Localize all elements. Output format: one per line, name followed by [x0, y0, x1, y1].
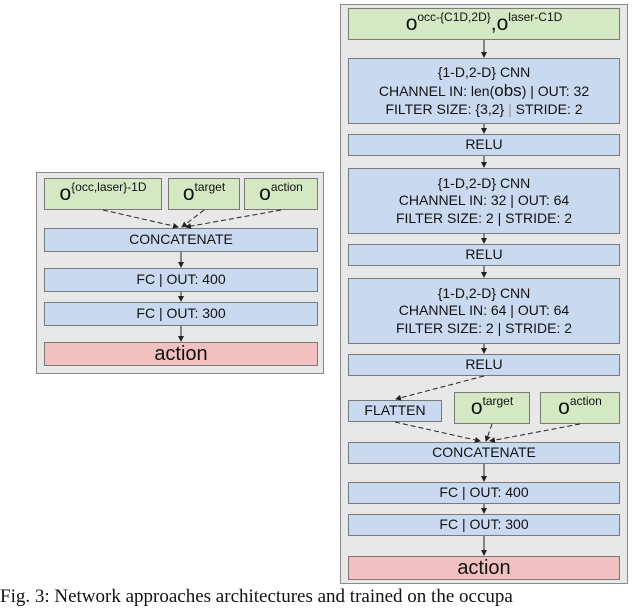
- cnn-filter: FILTER SIZE: {3,2} | STRIDE: 2: [385, 101, 582, 118]
- node-label: RELU: [465, 356, 503, 373]
- right-relu-3: RELU: [348, 354, 620, 376]
- obs-base: o: [259, 182, 271, 206]
- cnn-channel: CHANNEL IN: 32 | OUT: 64: [398, 192, 570, 209]
- arrow: [102, 209, 179, 229]
- right-fc-400: FC | OUT: 400: [348, 482, 620, 504]
- figure-caption: Fig. 3: Network approaches architectures…: [0, 586, 513, 607]
- left-fc-300: FC | OUT: 300: [44, 302, 318, 326]
- arrow: [181, 209, 205, 228]
- cnn-channel-obs: obs: [494, 80, 522, 100]
- node-label: FC | OUT: 400: [439, 484, 529, 501]
- arrow: [395, 375, 485, 401]
- left-concatenate: CONCATENATE: [44, 228, 318, 252]
- arrow: [394, 421, 481, 443]
- obs-sup: laser-C1D: [508, 10, 563, 25]
- cnn-channel: CHANNEL IN: 64 | OUT: 64: [398, 302, 570, 319]
- cnn-title: {1-D,2-D} CNN: [437, 285, 531, 302]
- arrow: [484, 423, 493, 442]
- node-label: FC | OUT: 300: [439, 516, 529, 533]
- cnn-filter-size: FILTER SIZE: {3,2}: [385, 101, 505, 118]
- node-label: CONCATENATE: [432, 444, 536, 461]
- right-input-action: oaction: [540, 392, 620, 424]
- node-label: action: [457, 556, 511, 579]
- right-cnn-1: {1-D,2-D} CNN CHANNEL IN: len(obs) | OUT…: [348, 58, 620, 124]
- left-input-target: otarget: [168, 178, 240, 210]
- node-label: RELU: [465, 136, 503, 153]
- obs-sup: action: [569, 394, 602, 409]
- right-concatenate: CONCATENATE: [348, 442, 620, 464]
- node-label: RELU: [465, 246, 503, 263]
- right-relu-1: RELU: [348, 134, 620, 156]
- obs-sup: action: [270, 180, 303, 195]
- right-relu-2: RELU: [348, 244, 620, 266]
- left-input-occ-laser: o{occ,laser}-1D: [44, 178, 162, 210]
- cnn-channel-suffix: ) | OUT: 32: [521, 82, 590, 99]
- obs-sup: target: [194, 180, 226, 195]
- node-label: FLATTEN: [364, 402, 426, 419]
- node-label: FC | OUT: 400: [136, 271, 226, 288]
- right-fc-300: FC | OUT: 300: [348, 514, 620, 536]
- right-action-output: action: [348, 556, 620, 580]
- obs-base: o: [470, 396, 483, 420]
- cnn-channel: CHANNEL IN: len(obs) | OUT: 32: [379, 81, 589, 102]
- obs-sup: target: [482, 394, 514, 409]
- obs-base: o: [405, 12, 418, 36]
- right-cnn-3: {1-D,2-D} CNN CHANNEL IN: 64 | OUT: 64 F…: [348, 278, 620, 344]
- cnn-title: {1-D,2-D} CNN: [437, 63, 531, 80]
- cnn-filter: FILTER SIZE: 2 | STRIDE: 2: [395, 319, 573, 336]
- arrow: [489, 423, 581, 444]
- obs-base: o: [496, 12, 509, 36]
- cnn-channel-prefix: CHANNEL IN: len(: [378, 82, 495, 99]
- node-label: FC | OUT: 300: [136, 305, 226, 322]
- left-action-output: action: [44, 342, 318, 366]
- right-input-obs: oocc-{C1D,2D},olaser-C1D: [348, 8, 620, 40]
- arrow: [185, 209, 282, 230]
- left-fc-400: FC | OUT: 400: [44, 268, 318, 292]
- node-label: CONCATENATE: [129, 231, 233, 248]
- obs-sup: occ-{C1D,2D}: [417, 10, 491, 25]
- cnn-title: {1-D,2-D} CNN: [437, 175, 531, 192]
- left-input-action: oaction: [244, 178, 318, 210]
- cnn-filter: FILTER SIZE: 2 | STRIDE: 2: [395, 209, 573, 226]
- obs-base: o: [182, 182, 195, 206]
- obs-separator: ,: [490, 12, 497, 36]
- obs-sup: {occ,laser}-1D: [71, 180, 147, 195]
- right-cnn-2: {1-D,2-D} CNN CHANNEL IN: 32 | OUT: 64 F…: [348, 168, 620, 234]
- cnn-stride: STRIDE: 2: [515, 101, 583, 118]
- obs-base: o: [59, 182, 72, 206]
- node-label: action: [154, 342, 208, 365]
- right-flatten: FLATTEN: [348, 400, 442, 422]
- right-input-target: otarget: [454, 392, 530, 424]
- cnn-separator: |: [504, 101, 516, 118]
- obs-base: o: [558, 396, 570, 420]
